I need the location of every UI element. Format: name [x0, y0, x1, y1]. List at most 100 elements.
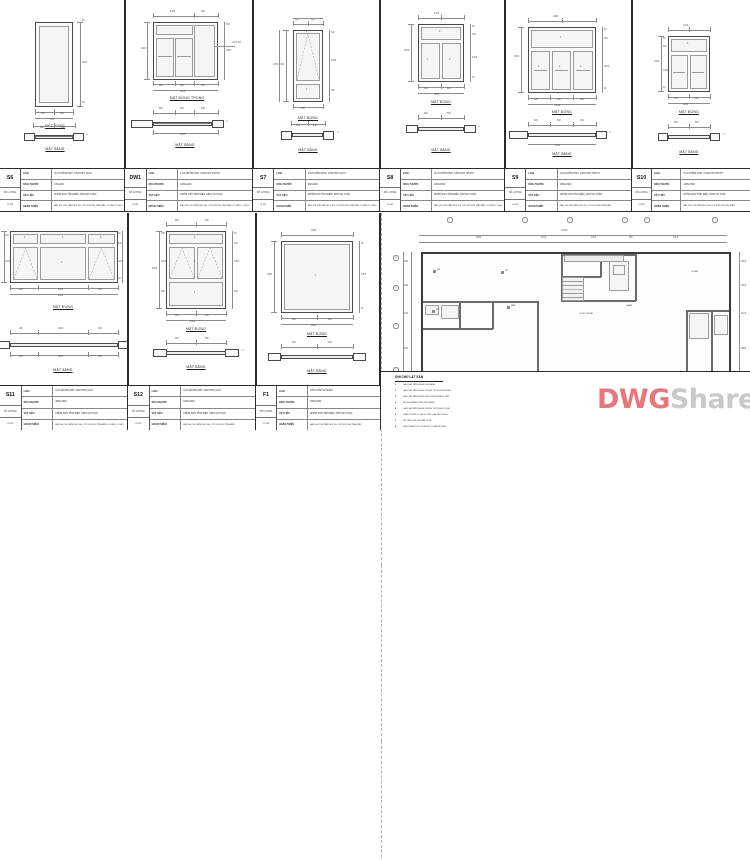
room-label: BẾP — [511, 305, 516, 307]
tb-value: CỬA NHÔM KÍNH, CÁNH MỞ TRƯỢT — [559, 172, 600, 175]
interior-wall — [711, 310, 713, 371]
title-block-qty-value: 01 BỘ — [128, 417, 149, 430]
title-block-qty-label: SỐ LƯỢNG — [505, 186, 526, 199]
tb-value: CỬA NHÔM KÍNH, CÁNH MỞ QUAY — [307, 172, 346, 175]
detail-panel-9[interactable]: 1 1800 60 1700 40 1800 900 900 1800 — [256, 213, 380, 385]
tb-value: NHÔM SƠN TĨNH ĐIỆN, KÍNH AN TOÀN — [183, 412, 226, 415]
note-text: GẠCH LÁT NỀN 600x600 KHU SẢNH — [403, 384, 436, 386]
detail-panel-4[interactable]: 3 1 2 1500 60 400 1000 40 1200 — [380, 0, 505, 168]
title-block-qty-value: 01 BỘ — [632, 198, 652, 211]
tb-value: CỬA NHÔM KÍNH, CÁNH MỞ TRƯỢT — [433, 172, 475, 175]
tb-value: 1800x2400 — [180, 183, 192, 186]
tb-key: LOẠI — [21, 169, 52, 179]
grid-bubble: B — [393, 285, 399, 291]
title-block-code-cell: S11 SỐ LƯỢNG 01 BỘ — [0, 386, 22, 430]
panel-9-plan-caption: MẶT BẰNG — [307, 369, 327, 373]
note-number: 8 — [395, 426, 397, 428]
tb-key: LOẠI — [652, 169, 682, 179]
note-text: GẠCH LÁT NỀN 300x600 CHỐNG TRƠN KHU LOGI… — [403, 408, 450, 410]
detail-panel-2[interactable]: 2400 400 2000 CỬA SỔ 600 600 600 1800 12… — [125, 0, 253, 168]
tb-value: MÀU GHI, PHỤ KIỆN INOX 304, LỚP SƠN PHỦ … — [433, 205, 503, 208]
grid-bubble: 5 — [644, 217, 650, 223]
tb-key: VẬT LIỆU — [401, 190, 432, 201]
tb-key: KÍCH THƯỚC — [147, 179, 179, 190]
tb-value: 1800x2200 — [183, 401, 195, 404]
tb-value: 1800x1500 — [559, 183, 572, 186]
tb-value: 1200x1500 — [433, 183, 446, 186]
title-block-qty-label: SỐ LƯỢNG — [128, 404, 149, 418]
interior-wall — [561, 300, 636, 302]
interior-wall — [423, 328, 493, 330]
room-label: SẢNH — [626, 305, 633, 307]
title-block-code: S8 — [386, 174, 394, 181]
grid-bubble: 3 — [567, 217, 573, 223]
title-block-code: S12 — [133, 392, 143, 399]
wc-fixture — [613, 265, 625, 275]
detail-panel-1[interactable]: 40 2200 60 360 360 720 MẶT ĐỨNG 360 360 — [0, 0, 125, 168]
panel-3-elevation-caption: MẶT ĐỨNG — [297, 116, 319, 120]
tb-key: HOÀN THIỆN — [652, 201, 682, 211]
room-label: LOGIA — [691, 271, 698, 273]
tb-value: MÀU GHI, PHỤ KIỆN INOX 304, LỚP SƠN PHỦ … — [183, 423, 235, 426]
panel-5-elevation-caption: MẶT ĐỨNG — [551, 110, 573, 114]
divider-bottom-2 — [256, 213, 257, 385]
detail-panel-5[interactable]: 4 1 2 3 1500 60 400 1000 40 — [505, 0, 632, 168]
note-text: LÁT GẠCH CHỈ KHU SÂN VƯỜN — [403, 420, 432, 422]
note-number: 3 — [395, 396, 397, 398]
title-block-qty-label: SỐ LƯỢNG — [0, 404, 21, 418]
tb-key: KÍCH THƯỚC — [274, 179, 306, 190]
tb-key: VẬT LIỆU — [22, 408, 54, 419]
tb-value: MÀU GHI, PHỤ KIỆN INOX 304, LỚP SƠN PHỦ … — [55, 423, 124, 426]
panel-3-plan-caption: MẶT BẰNG — [298, 148, 318, 152]
detail-panel-7[interactable]: 3 4 5 2 400 1200 — [0, 213, 128, 385]
title-block-code: S6 — [6, 174, 14, 181]
interior-wall — [459, 301, 461, 329]
note-text: GẠCH LÁT NỀN 300x300 CHỐNG TRƠN KHU VỆ S… — [403, 390, 451, 392]
panel-5-plan-caption: MẶT BẰNG — [552, 152, 572, 156]
tb-value: CỬA NHÔM KÍNH, CÁNH MỞ QUAY — [183, 390, 222, 393]
room-label: PN — [437, 269, 441, 271]
interior-wall — [686, 310, 729, 312]
tb-key: VẬT LIỆU — [150, 408, 182, 419]
interior-wall — [537, 301, 539, 371]
interior-wall — [635, 254, 637, 301]
tb-value: 900x2400 — [307, 183, 318, 186]
title-block-code-cell: S8 SỐ LƯỢNG 01 BỘ — [380, 169, 402, 211]
title-block-code: S7 — [260, 174, 267, 181]
interior-wall — [561, 254, 563, 301]
title-block-qty-label: SỐ LƯỢNG — [0, 186, 21, 199]
tb-key: KÍCH THƯỚC — [401, 179, 432, 190]
detail-panel-6[interactable]: 3 1500 60 400 1000 40 1200 600 — [632, 0, 750, 168]
panel-1-plan-caption: MẶT BẰNG — [45, 147, 65, 151]
detail-panel-8[interactable]: 4 1 2 2200 400 1000 — [128, 213, 256, 385]
panel-6-elevation-caption: MẶT ĐỨNG — [678, 110, 700, 114]
kitchen-counter — [564, 255, 624, 262]
room-label: LỐI ĐI CHÍNH — [579, 313, 593, 315]
detail-panel-3[interactable]: 1 2 2400 2700 400 1600 400 450 450 — [253, 0, 380, 168]
panel-8-elevation-caption: MẶT ĐỨNG — [185, 327, 207, 331]
note-number: 7 — [395, 420, 397, 422]
tb-value: NHÔM SƠN TĨNH ĐIỆN, KÍNH AN TOÀN — [309, 412, 353, 415]
room-tag — [432, 310, 435, 313]
tb-value: NHÔM SƠN TĨNH ĐIỆN, KÍNH AN TOÀN — [307, 194, 351, 197]
interior-wall — [561, 276, 601, 278]
exterior-wall-left — [421, 252, 423, 373]
divider-bottom-3 — [380, 213, 381, 430]
panel-9-elevation-caption: MẶT ĐỨNG — [306, 332, 328, 336]
tb-value: MÀU GHI, PHỤ KIỆN INOX 304, LỚP SƠN PHỦ … — [307, 205, 377, 208]
panel-4-plan-caption: MẶT BẰNG — [431, 148, 451, 152]
room-tag — [501, 271, 504, 274]
tb-key: LOẠI — [150, 386, 182, 397]
